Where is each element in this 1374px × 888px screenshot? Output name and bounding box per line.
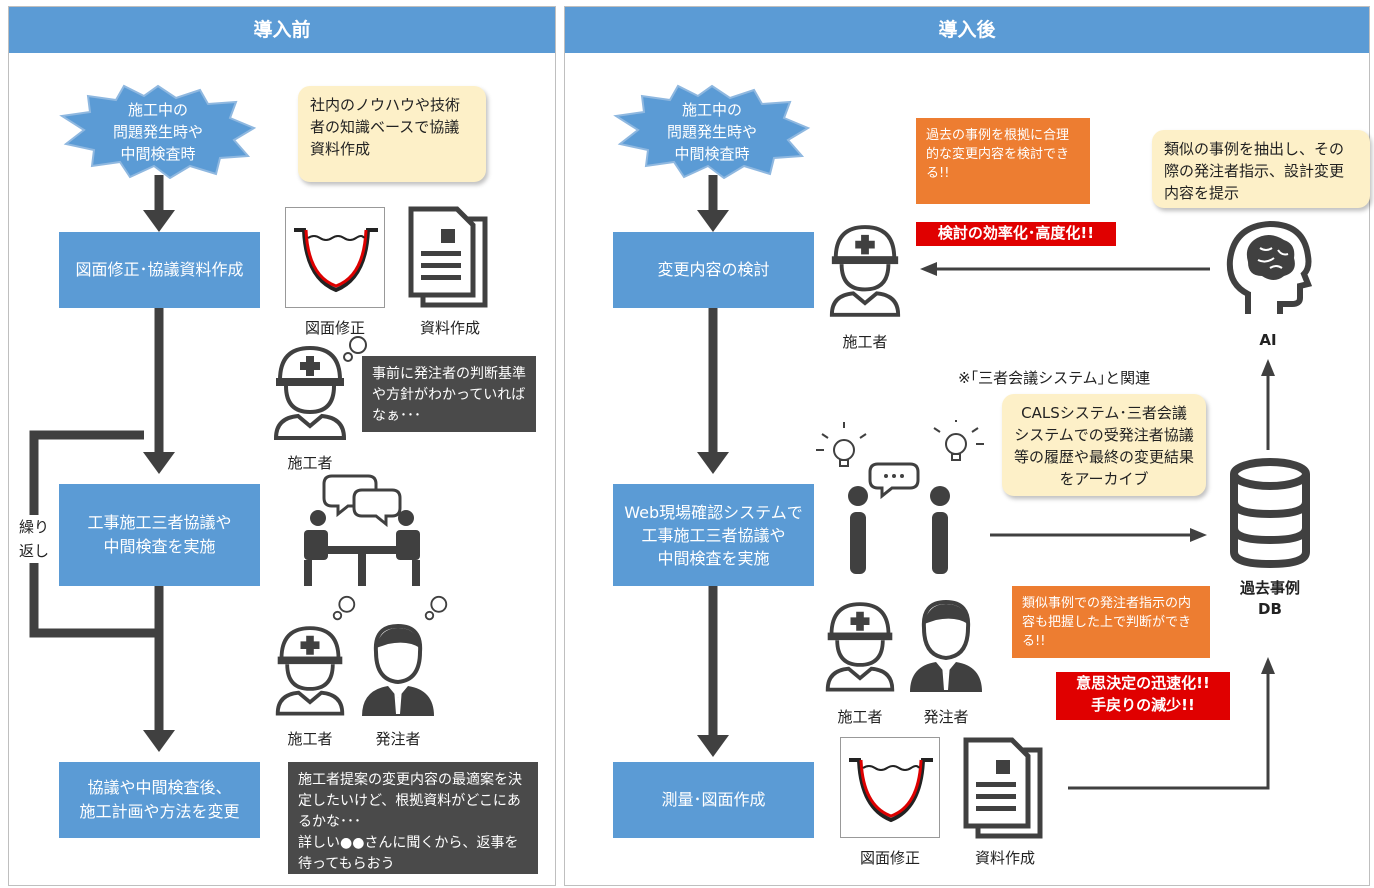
remote-meeting-icon bbox=[806, 416, 990, 590]
ai-label: AI bbox=[1259, 331, 1277, 349]
thought-icon-3 bbox=[422, 595, 450, 623]
repeat-label: 繰り返し bbox=[14, 515, 54, 563]
meeting-icon bbox=[292, 470, 432, 590]
client-icon bbox=[358, 618, 438, 718]
relation-note: ※｢三者会議システム｣と関連 bbox=[958, 369, 1151, 387]
client-instruction-bubble: 類似事例での発注者指示の内容も把握した上で判断ができる!! bbox=[1012, 586, 1210, 658]
worker-icon-after-2 bbox=[822, 594, 898, 694]
document-icon bbox=[405, 205, 495, 310]
step-drawing-revision: 図面修正･協議資料作成 bbox=[59, 232, 260, 308]
star-after-line-1: 施工中の bbox=[681, 100, 742, 119]
worker-icon bbox=[270, 340, 350, 440]
drawing-label: 図面修正 bbox=[304, 319, 365, 337]
db-label-line2: DB bbox=[1258, 600, 1282, 618]
red-line2: 手戻りの減少!! bbox=[1091, 696, 1195, 714]
star-line-1: 施工中の bbox=[127, 100, 188, 119]
step-three-party-meeting: 工事施工三者協議や中間検査を実施 bbox=[59, 484, 260, 586]
worker-label: 施工者 bbox=[287, 454, 333, 472]
worker-label-after-2: 施工者 bbox=[837, 708, 883, 726]
step3-line2: 施工計画や方法を変更 bbox=[79, 802, 240, 821]
document-icon-after bbox=[960, 736, 1050, 841]
client-label-after: 発注者 bbox=[923, 708, 969, 726]
thought-icon-2 bbox=[330, 595, 358, 623]
docs-label: 資料作成 bbox=[419, 319, 480, 337]
star-after-line-2: 問題発生時や bbox=[666, 122, 757, 141]
drawing-revision-icon bbox=[285, 207, 385, 308]
web-step-line3: 中間検査を実施 bbox=[657, 548, 770, 568]
thought-icon bbox=[340, 335, 370, 365]
decision-speed-badge: 意思決定の迅速化!! 手戻りの減少!! bbox=[1056, 672, 1230, 720]
drawing-label-after: 図面修正 bbox=[859, 849, 920, 867]
problem-star-after: 施工中の問題発生時や中間検査時 bbox=[612, 84, 812, 179]
cals-archive-note: CALSシステム･三者会議システムでの受発注者協議等の履歴や最終の変更結果をアー… bbox=[1002, 394, 1206, 496]
web-step-line2: 工事施工三者協議や bbox=[641, 525, 786, 545]
db-label: 過去事例 DB bbox=[1222, 578, 1318, 620]
docs-label-after: 資料作成 bbox=[974, 849, 1035, 867]
drawing-revision-icon-after bbox=[840, 737, 940, 838]
star-after-line-3: 中間検査時 bbox=[674, 144, 750, 163]
step-web-site-check: Web現場確認システムで工事施工三者協議や中間検査を実施 bbox=[613, 484, 814, 586]
red-line1: 意思決定の迅速化!! bbox=[1076, 674, 1210, 692]
worker-icon-2 bbox=[272, 618, 348, 718]
database-icon bbox=[1228, 458, 1312, 570]
star-line-3: 中間検査時 bbox=[120, 144, 196, 163]
step3-line1: 協議や中間検査後、 bbox=[87, 778, 232, 797]
db-label-line1: 過去事例 bbox=[1239, 579, 1300, 597]
step-change-plan: 協議や中間検査後、施工計画や方法を変更 bbox=[59, 762, 260, 838]
worker-label-2: 施工者 bbox=[287, 730, 333, 748]
client-icon-after bbox=[906, 594, 986, 694]
step2-line2: 中間検査を実施 bbox=[103, 537, 216, 556]
web-step-line1: Web現場確認システムで bbox=[624, 502, 803, 522]
efficiency-badge: 検討の効率化･高度化!! bbox=[916, 222, 1116, 246]
client-label: 発注者 bbox=[375, 730, 421, 748]
worker-thought-bubble: 事前に発注者の判断基準や方針がわかっていればなぁ･･･ bbox=[362, 356, 536, 432]
problem-star: 施工中の問題発生時や中間検査時 bbox=[58, 84, 258, 179]
search-docs-bubble: 施工者提案の変更内容の最適案を決定したいけど、根拠資料がどこにあるかな･･･ 詳… bbox=[288, 762, 538, 874]
step-survey-drawing: 測量･図面作成 bbox=[613, 762, 814, 838]
star-line-2: 問題発生時や bbox=[112, 122, 203, 141]
knowhow-note: 社内のノウハウや技術者の知識ベースで協議資料作成 bbox=[298, 86, 486, 182]
ai-extract-note: 類似の事例を抽出し、その際の発注者指示、設計変更内容を提示 bbox=[1152, 130, 1370, 208]
worker-icon-after bbox=[826, 218, 904, 318]
rational-review-bubble: 過去の事例を根拠に合理的な変更内容を検討できる!! bbox=[916, 118, 1090, 204]
step2-line1: 工事施工三者協議や bbox=[87, 513, 232, 532]
after-header: 導入後 bbox=[565, 7, 1369, 53]
ai-brain-icon bbox=[1220, 218, 1316, 318]
step-review-changes: 変更内容の検討 bbox=[613, 232, 814, 308]
worker-label-after: 施工者 bbox=[842, 333, 888, 351]
before-header: 導入前 bbox=[9, 7, 555, 53]
